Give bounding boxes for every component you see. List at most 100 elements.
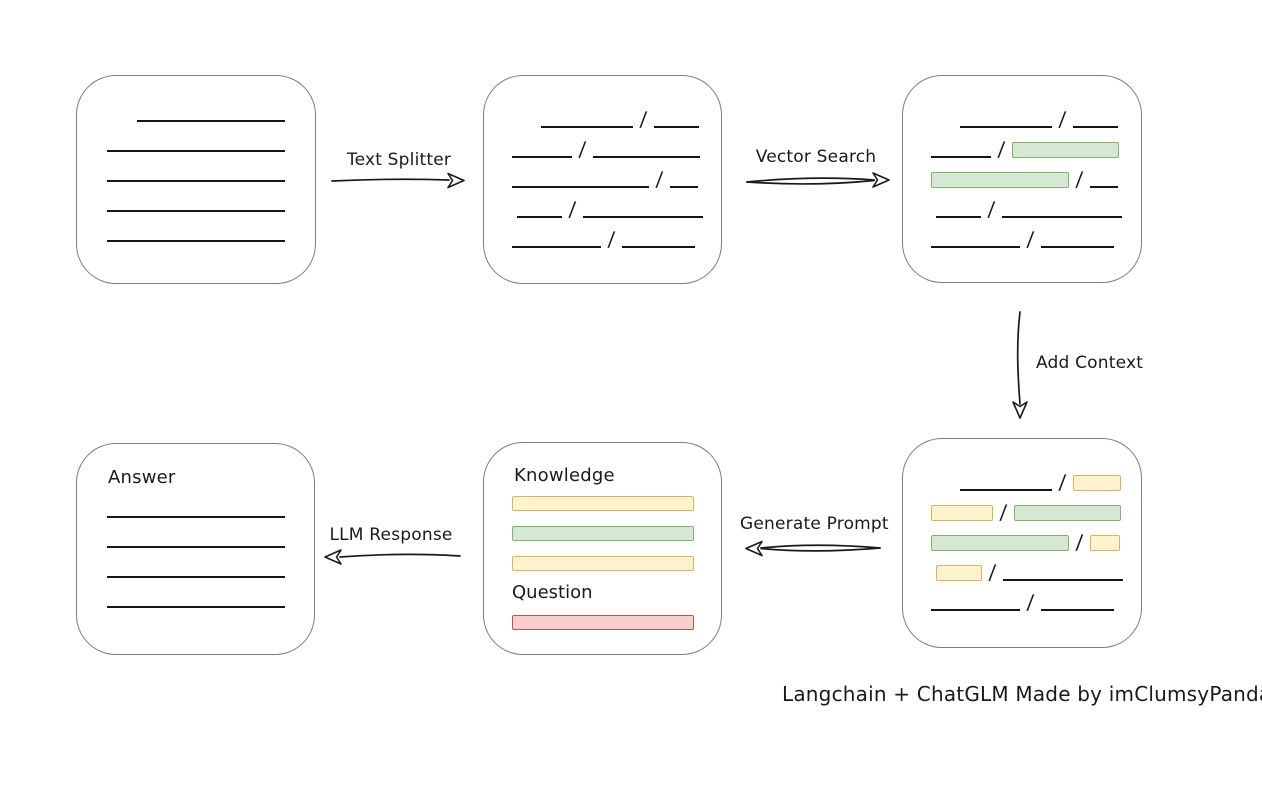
- slash-separator: /: [639, 107, 648, 131]
- text-line: [592, 156, 700, 158]
- slash-separator: /: [1026, 590, 1035, 614]
- answer-lines: [77, 444, 314, 608]
- generate-prompt-label: Generate Prompt: [740, 514, 889, 534]
- green-chunk: [1013, 505, 1121, 521]
- matched-chunks-node: / / / / /: [902, 75, 1142, 283]
- text-line: [1089, 186, 1118, 188]
- diagram-caption: Langchain + ChatGLM Made by imClumsyPand…: [782, 682, 1262, 706]
- text-line: [107, 180, 285, 182]
- slash-separator: /: [997, 137, 1006, 161]
- context-chunks-lines: / / / / /: [903, 439, 1141, 614]
- sketch-row: /: [512, 158, 721, 191]
- knowledge-title: Knowledge: [514, 465, 615, 486]
- yellow-chunk: [1089, 535, 1120, 551]
- answer-title: Answer: [108, 467, 176, 488]
- yellow-chunk: [936, 565, 982, 581]
- text-line: [931, 609, 1020, 611]
- add-context-label: Add Context: [1036, 353, 1144, 373]
- slash-separator: /: [988, 560, 997, 584]
- text-line: [541, 126, 633, 128]
- question-title: Question: [512, 582, 593, 603]
- text-line: [517, 216, 562, 218]
- green-bar: [512, 526, 694, 541]
- answer-node: Answer: [76, 443, 315, 655]
- slash-separator: /: [1075, 530, 1084, 554]
- sketch-row: [107, 548, 314, 578]
- text-line: [1002, 579, 1123, 581]
- text-line: [1040, 609, 1114, 611]
- text-line: [621, 246, 695, 248]
- split-chunks-node: / / / / /: [483, 75, 722, 284]
- add-context-arrow: [1012, 311, 1028, 419]
- sketch-row: /: [512, 188, 721, 221]
- text-line: [960, 489, 1052, 491]
- slash-separator: /: [999, 500, 1008, 524]
- text-line: [107, 576, 285, 578]
- vector-search-arrow: [746, 172, 890, 188]
- matched-chunks-lines: / / / / /: [903, 76, 1141, 251]
- sketch-row: /: [931, 551, 1141, 584]
- question-bar: [512, 615, 694, 630]
- slash-separator: /: [1026, 227, 1035, 251]
- text-line: [107, 240, 285, 242]
- green-chunk: [931, 535, 1069, 551]
- text-line: [107, 516, 285, 518]
- split-chunks-lines: / / / / /: [484, 76, 721, 251]
- sketch-row: /: [931, 128, 1141, 161]
- text-line: [1001, 216, 1122, 218]
- yellow-bar: [512, 556, 694, 571]
- sketch-row: /: [512, 218, 721, 251]
- source-document-node: [76, 75, 316, 284]
- sketch-row: [107, 152, 315, 182]
- text-line: [137, 120, 285, 122]
- prompt-node: Knowledge Question: [483, 442, 722, 655]
- generate-prompt-arrow: [745, 540, 881, 557]
- text-line: [1072, 126, 1118, 128]
- text-line: [107, 210, 285, 212]
- slash-separator: /: [1058, 470, 1067, 494]
- sketch-row: /: [931, 218, 1141, 251]
- sketch-row: [107, 182, 315, 212]
- sketch-row: [107, 488, 314, 518]
- context-chunks-node: / / / / /: [902, 438, 1142, 648]
- slash-separator: /: [1058, 107, 1067, 131]
- text-line: [512, 156, 572, 158]
- text-line: [1040, 246, 1114, 248]
- yellow-chunk: [931, 505, 993, 521]
- sketch-row: /: [931, 461, 1141, 494]
- sketch-row: /: [512, 98, 721, 131]
- text-line: [931, 246, 1020, 248]
- text-line: [512, 186, 649, 188]
- text-line: [582, 216, 703, 218]
- slash-separator: /: [987, 197, 996, 221]
- yellow-bar: [512, 496, 694, 511]
- text-line: [107, 606, 285, 608]
- slash-separator: /: [568, 197, 577, 221]
- sketch-row: [107, 518, 314, 548]
- llm-response-arrow: [324, 549, 461, 565]
- text-splitter-arrow: [331, 172, 465, 189]
- sketch-row: [107, 212, 315, 242]
- sketch-row: /: [931, 521, 1141, 554]
- sketch-row: [107, 578, 314, 608]
- text-line: [669, 186, 698, 188]
- knowledge-bars: [512, 496, 694, 571]
- sketch-row: [107, 122, 315, 152]
- sketch-row: /: [931, 581, 1141, 614]
- vector-search-label: Vector Search: [755, 147, 877, 167]
- text-line: [653, 126, 699, 128]
- text-line: [960, 126, 1052, 128]
- source-document-lines: [77, 76, 315, 242]
- slash-separator: /: [1075, 167, 1084, 191]
- text-line: [512, 246, 601, 248]
- sketch-row: /: [931, 491, 1141, 524]
- slash-separator: /: [607, 227, 616, 251]
- text-line: [107, 150, 285, 152]
- sketch-row: /: [512, 128, 721, 161]
- sketch-row: /: [931, 158, 1141, 191]
- slash-separator: /: [655, 167, 664, 191]
- green-chunk: [1011, 142, 1119, 158]
- llm-response-label: LLM Response: [329, 525, 453, 545]
- slash-separator: /: [578, 137, 587, 161]
